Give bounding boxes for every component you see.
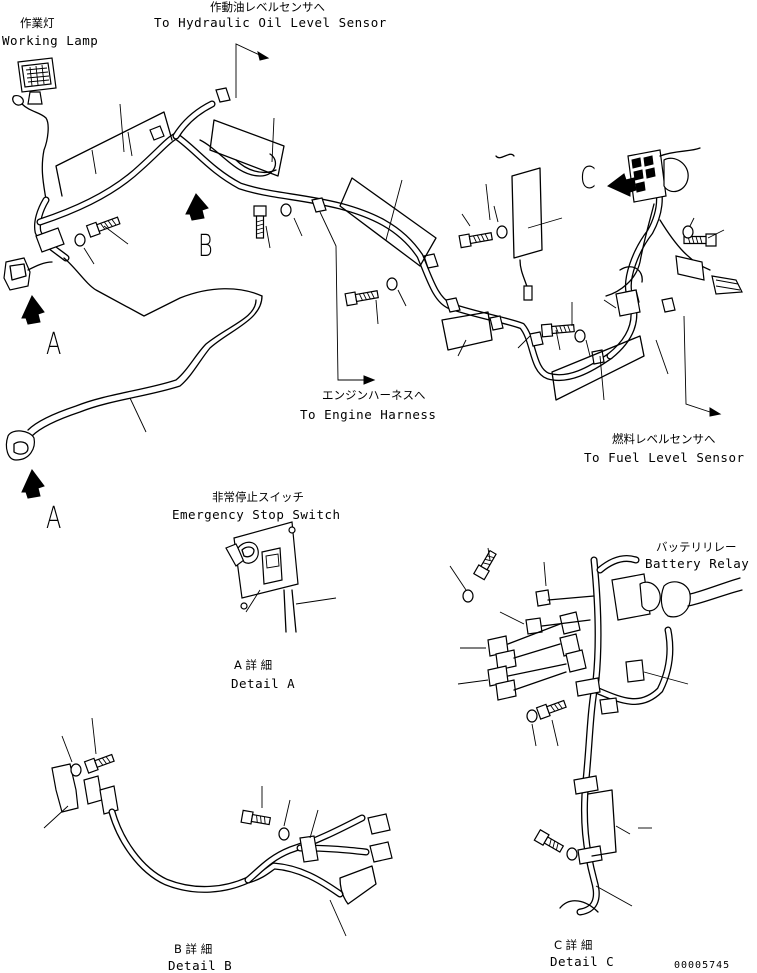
- detail-b: [44, 718, 392, 936]
- routing-arrows: [236, 44, 720, 416]
- sheaths: [56, 112, 644, 400]
- engine-harness-label-en: To Engine Harness: [300, 407, 437, 422]
- hyd-sensor-label-en: To Hydraulic Oil Level Sensor: [154, 15, 387, 30]
- connector-a-upper: [4, 258, 52, 290]
- detail-a-title-en: Detail A: [231, 676, 296, 691]
- detail-c-title-en: Detail C: [550, 954, 615, 969]
- detail-c-battery-relay: [450, 548, 742, 912]
- battery-relay-label-jp: バッテリリレー: [656, 540, 737, 554]
- fuel-sensor-label-en: To Fuel Level Sensor: [584, 450, 745, 465]
- working-lamp-label-jp: 作業灯: [20, 16, 55, 30]
- leader-lines: [84, 104, 724, 432]
- engine-harness-label-jp: エンジンハーネスへ: [322, 388, 426, 402]
- detail-c-title-jp: C 詳 細: [554, 938, 593, 952]
- view-a-upper-letter: A: [46, 327, 62, 362]
- detail-b-title-jp: B 詳 細: [174, 942, 213, 956]
- view-arrows: [22, 174, 636, 498]
- view-a-lower-letter: A: [46, 501, 62, 536]
- relay-block-c: [606, 148, 742, 316]
- working-lamp: [13, 58, 56, 200]
- estop-label-jp: 非常停止スイッチ: [212, 490, 304, 504]
- view-c-letter: C: [580, 161, 596, 196]
- fuel-sensor-label-jp: 燃料レベルセンサへ: [612, 432, 716, 446]
- estop-label-en: Emergency Stop Switch: [172, 507, 341, 522]
- battery-relay-label-en: Battery Relay: [645, 556, 750, 571]
- detail-a-title-jp: A 詳 細: [234, 658, 273, 672]
- bolts: [75, 204, 716, 342]
- lower-cable: [6, 296, 262, 460]
- view-b-letter: B: [198, 229, 213, 264]
- working-lamp-label-en: Working Lamp: [2, 33, 99, 48]
- main-harness: [36, 88, 675, 378]
- hyd-sensor-label-jp: 作動油レベルセンサへ: [210, 0, 325, 14]
- detail-a-emergency-stop-switch: [226, 522, 336, 632]
- detail-b-title-en: Detail B: [168, 958, 233, 973]
- drawing-code: 00005745: [674, 960, 731, 971]
